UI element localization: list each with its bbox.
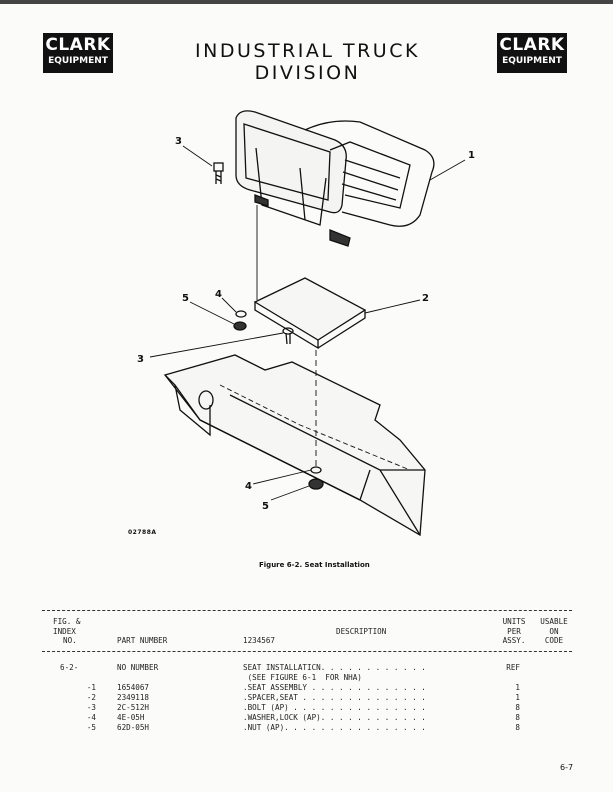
header-text: PER — [507, 626, 521, 636]
callout-1: 1 — [468, 150, 475, 161]
cell-description: .NUT (AP). . . . . . . . . . . . . . . . — [243, 723, 426, 732]
nut-drawing — [233, 321, 247, 331]
page-title: INDUSTRIAL TRUCK DIVISION — [195, 40, 420, 84]
cell-part-number: 2349118 — [117, 693, 150, 702]
figure-id: 02788A — [128, 529, 157, 536]
logo-subtext: EQUIPMENT — [502, 56, 562, 66]
header-text: NO. — [63, 636, 77, 645]
callout-5: 5 — [182, 293, 189, 304]
cell-part-number: NO NUMBER — [117, 663, 159, 672]
cell-description: .SEAT ASSEMBLY . . . . . . . . . . . . . — [243, 683, 426, 692]
header-part-number: PART NUMBER — [117, 636, 168, 645]
callout-3: 3 — [137, 354, 144, 365]
cell-units: 8 — [515, 713, 520, 722]
header-description: DESCRIPTION — [336, 627, 387, 636]
leader-lines — [149, 145, 466, 501]
cell-description: .SPACER,SEAT . . . . . . . . . . . . . . — [243, 693, 426, 702]
cell-index: -2 — [86, 693, 96, 702]
callout-3: 3 — [175, 136, 182, 147]
spacer-drawing — [253, 277, 367, 350]
cell-part-number: 1654067 — [117, 683, 150, 692]
cell-description: SEAT INSTALLATICN. . . . . . . . . . . . — [243, 663, 426, 672]
washer-drawing — [235, 310, 247, 318]
clark-logo-right: CLARK EQUIPMENT — [497, 33, 567, 73]
cell-part-number: 62D-05H — [117, 723, 150, 732]
cell-part-number: 2C-512H — [117, 703, 150, 712]
header-description-number: 1234567 — [243, 636, 276, 645]
header-text: INDEX — [53, 626, 76, 636]
logo-subtext: EQUIPMENT — [48, 56, 108, 66]
header-text: ASSY. — [502, 636, 526, 645]
clark-logo-left: CLARK EQUIPMENT — [43, 33, 113, 73]
cell-units: 8 — [515, 723, 520, 732]
cell-units: 8 — [515, 703, 520, 712]
cell-description: .BOLT (AP) . . . . . . . . . . . . . . . — [243, 703, 426, 712]
cell-part-number: 4E-05H — [117, 713, 145, 722]
cell-units: 1 — [515, 693, 520, 702]
callout-2: 2 — [422, 293, 429, 304]
header-text: ON — [549, 626, 559, 636]
seat-installation-illustration: 1 2 3 3 4 5 4 5 — [137, 110, 475, 537]
header-text: UNITS — [502, 617, 526, 626]
table-top-rule — [42, 610, 572, 611]
cell-units: 1 — [515, 683, 520, 692]
nut-drawing — [308, 478, 324, 490]
cell-index: -1 — [86, 683, 96, 692]
bolt-drawing — [213, 162, 224, 184]
cell-description: (SEE FIGURE 6-1 FOR NHA) — [243, 673, 362, 682]
callout-4: 4 — [245, 481, 252, 492]
scan-border — [0, 0, 613, 4]
page-number: 6-7 — [560, 763, 574, 772]
logo-text: CLARK — [499, 35, 565, 55]
logo-text: CLARK — [45, 35, 111, 55]
header-text: CODE — [544, 636, 564, 645]
cell-index: -5 — [86, 723, 96, 732]
seat-assembly-drawing — [235, 110, 435, 247]
callout-5: 5 — [262, 501, 269, 512]
bolt-drawing — [282, 327, 294, 345]
callout-4: 4 — [215, 289, 222, 300]
figure-caption: Figure 6-2. Seat Installation — [259, 561, 370, 569]
cell-index: 6-2- — [60, 663, 79, 672]
header-text: USABLE — [540, 617, 568, 626]
header-text: FIG. & — [53, 617, 81, 626]
cell-description: .WASHER,LOCK (AP). . . . . . . . . . . . — [243, 713, 426, 722]
cell-index: -3 — [86, 703, 96, 712]
cell-index: -4 — [86, 713, 96, 722]
table-header-rule — [42, 651, 572, 652]
cell-units: REF — [506, 663, 520, 672]
truck-frame-drawing — [163, 354, 426, 537]
